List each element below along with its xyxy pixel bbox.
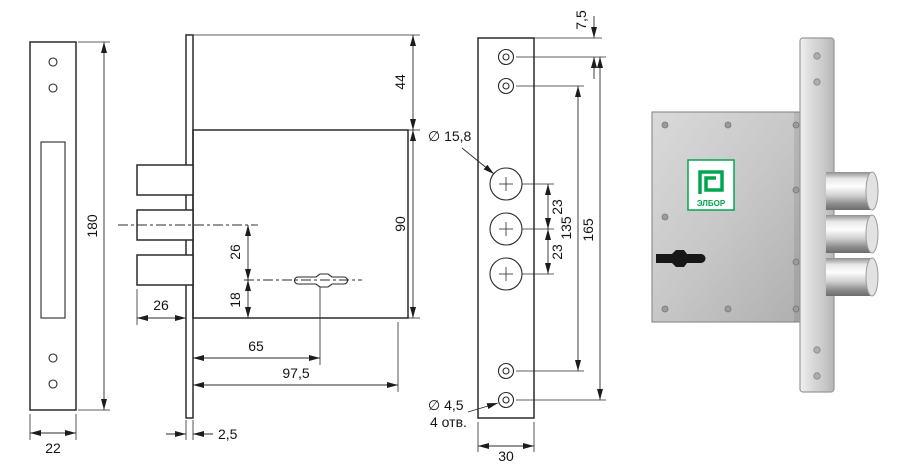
dia-label-15-8: ∅ 15,8 <box>428 128 472 144</box>
dim-label-22: 22 <box>45 440 61 456</box>
dim-label-90: 90 <box>392 216 408 232</box>
hole-count-label: 4 отв. <box>430 414 467 430</box>
dim-label-180: 180 <box>84 214 100 238</box>
screw-hole <box>48 83 58 93</box>
lock-body-side-view: 26 18 26 65 97,5 2,5 44 90 <box>118 34 420 442</box>
countersunk-hole-inner <box>502 82 510 90</box>
faceplate-outline <box>29 41 77 411</box>
screw-hole <box>48 379 58 389</box>
keyhole-profile <box>293 273 349 288</box>
dim-label-26h: 26 <box>153 297 169 313</box>
countersunk-hole-inner <box>502 53 510 61</box>
faceplate-screw-holes <box>813 52 821 380</box>
dim-label-23b: 23 <box>549 244 565 260</box>
countersunk-hole <box>497 77 515 95</box>
dim-label-18: 18 <box>227 292 243 308</box>
countersunk-hole-inner <box>502 396 510 404</box>
keyhole-photo <box>656 250 706 267</box>
countersunk-hole-inner <box>502 367 510 375</box>
dim-label-2-5: 2,5 <box>218 426 238 442</box>
brand-label: ЭЛБОР <box>687 159 735 211</box>
countersunk-hole <box>497 362 515 380</box>
dim-label-97-5: 97,5 <box>282 365 309 381</box>
lock-case-outline <box>192 129 409 319</box>
screw-hole <box>48 353 58 363</box>
dim-label-44: 44 <box>392 74 408 90</box>
case-rivets <box>661 121 800 313</box>
lock-case <box>651 111 809 323</box>
dim-label-30: 30 <box>498 448 514 464</box>
faceplate-cutout <box>40 141 66 319</box>
dim-label-135: 135 <box>558 216 574 240</box>
bolt-3 <box>136 254 194 286</box>
dim-label-165: 165 <box>580 218 596 242</box>
screw-hole <box>48 57 58 67</box>
countersunk-hole <box>497 48 515 66</box>
chrome-bolts <box>826 171 879 297</box>
faceplate-front-view: 180 22 <box>29 41 110 456</box>
dim-label-7-5: 7,5 <box>573 10 589 30</box>
dim-label-23a: 23 <box>549 199 565 215</box>
countersunk-hole <box>497 391 515 409</box>
bolt-1 <box>136 164 194 196</box>
faceplate-hole-view: 7,5 ∅ 15,8 23 23 135 165 ∅ 4,5 4 отв. 30 <box>428 10 606 464</box>
product-photo: ЭЛБОР <box>651 37 879 393</box>
dim-label-26v: 26 <box>227 244 243 260</box>
dia-label-4-5: ∅ 4,5 <box>428 397 464 413</box>
brand-name: ЭЛБОР <box>697 199 726 208</box>
dim-label-65: 65 <box>248 338 264 354</box>
brand-spiral-logo <box>698 170 724 194</box>
